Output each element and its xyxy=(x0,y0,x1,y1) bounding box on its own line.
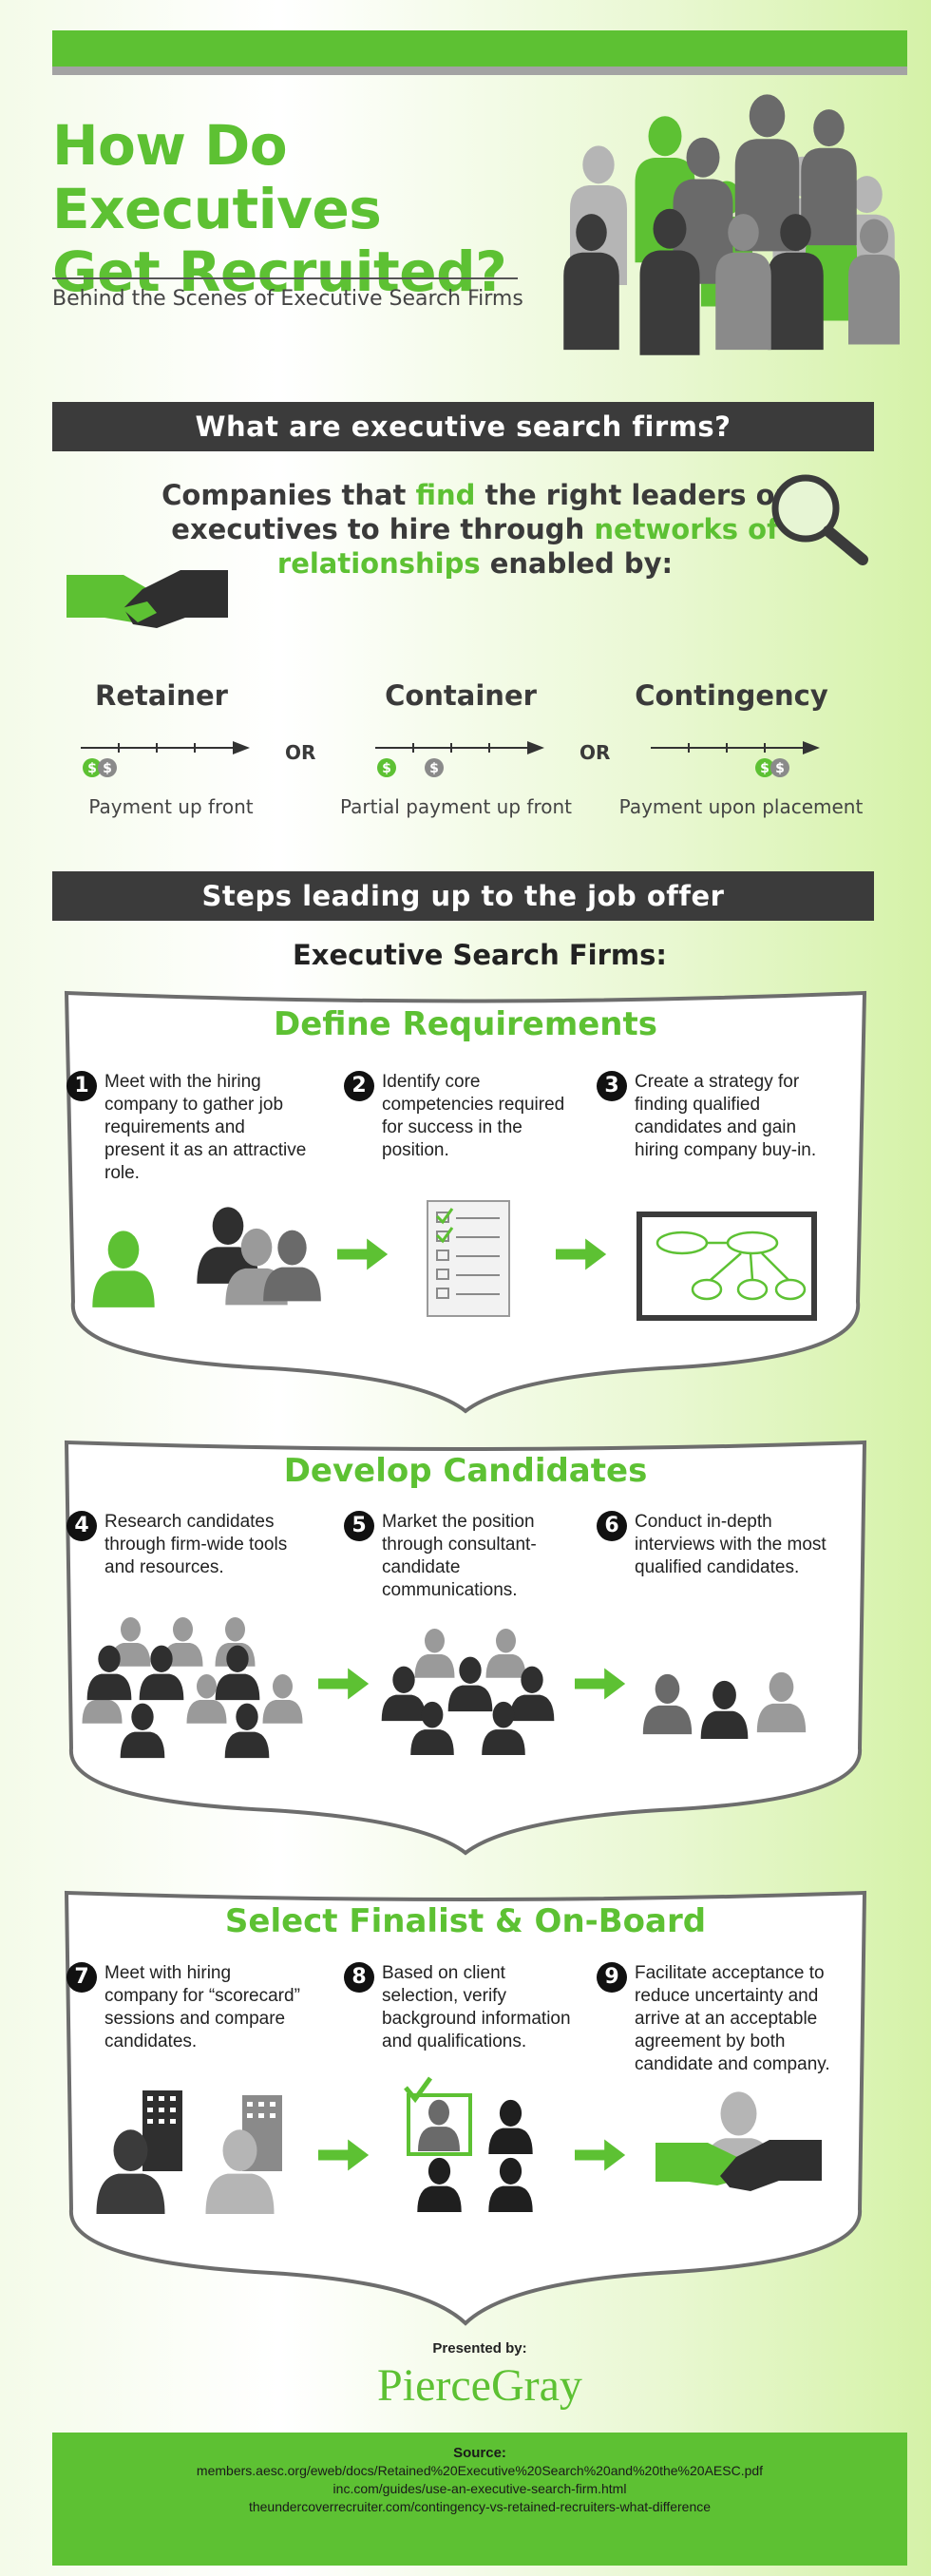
handshake-icon xyxy=(66,570,228,628)
dollar-coin-icon: $ xyxy=(98,758,117,777)
step-number-5: 5 xyxy=(344,1511,374,1541)
or-label-2: OR xyxy=(580,741,611,764)
presented-by-label: Presented by: xyxy=(432,2340,527,2357)
interview-group-icon xyxy=(642,1671,807,1739)
dollar-coin-icon: $ xyxy=(83,758,102,777)
contingency-timeline: $ $ xyxy=(651,741,820,777)
step-number-2: 2 xyxy=(344,1071,374,1101)
svg-text:$: $ xyxy=(760,761,770,776)
source-link-3[interactable]: theundercoverrecruiter.com/contingency-v… xyxy=(248,2499,712,2514)
svg-text:$: $ xyxy=(103,761,112,776)
agreement-handshake-icon xyxy=(656,2091,822,2191)
definition-text: Companies that find the right leaders or… xyxy=(152,478,798,581)
checkmark-icon xyxy=(404,2076,433,2104)
panel-title-develop: Develop Candidates xyxy=(283,1452,648,1490)
container-timeline: $ $ xyxy=(375,741,544,777)
payment-caption-retainer: Payment up front xyxy=(88,795,254,818)
step-number-3: 3 xyxy=(597,1071,627,1101)
top-accent-bar xyxy=(52,30,907,67)
sources-footer: Source: members.aesc.org/eweb/docs/Retai… xyxy=(52,2433,907,2566)
lead-highlight-find: find xyxy=(415,479,476,511)
title-line-2: Get Recruited? xyxy=(52,239,507,305)
page-title: How Do Executives Get Recruited? xyxy=(52,114,584,304)
shortlist-group-icon xyxy=(381,1629,555,1755)
arrow-right-icon xyxy=(556,1238,607,1270)
payment-title-container: Container xyxy=(385,679,537,712)
payment-caption-contingency: Payment upon placement xyxy=(618,795,864,818)
step-number-8: 8 xyxy=(344,1962,374,1993)
step-text-3: Create a strategy for finding qualified … xyxy=(635,1072,817,1160)
step-text-1: Meet with the hiring company to gather j… xyxy=(104,1072,307,1183)
payment-option-retainer: Retainer xyxy=(28,679,294,712)
svg-text:$: $ xyxy=(382,761,391,776)
dollar-coin-icon: $ xyxy=(770,758,789,777)
piercegray-logo: PierceGray xyxy=(377,2360,582,2411)
arrow-right-icon xyxy=(318,1668,370,1700)
meeting-people-icon xyxy=(92,1207,321,1307)
page-subtitle: Behind the Scenes of Executive Search Fi… xyxy=(52,287,523,311)
arrow-right-icon xyxy=(575,2139,626,2171)
panel-title-select: Select Finalist & On-Board xyxy=(224,1902,707,1940)
finalist-selection-icon xyxy=(404,2076,533,2212)
section-heading-what: What are executive search firms? xyxy=(52,402,874,451)
payment-title-retainer: Retainer xyxy=(95,679,228,712)
checklist-icon xyxy=(427,1200,510,1317)
step-text-5: Market the position through consultant-c… xyxy=(382,1512,537,1600)
payment-option-container: Container xyxy=(328,679,594,712)
dollar-coin-icon: $ xyxy=(755,758,774,777)
step-number-4: 4 xyxy=(66,1511,97,1541)
people-crowd-icon xyxy=(563,94,900,355)
panel-title-define: Define Requirements xyxy=(273,1005,658,1043)
title-line-1: How Do Executives xyxy=(52,113,382,241)
strategy-board-icon xyxy=(636,1212,817,1321)
step-text-6: Conduct in-depth interviews with the mos… xyxy=(635,1512,826,1577)
retainer-timeline: $ $ xyxy=(81,741,250,777)
svg-text:$: $ xyxy=(87,761,97,776)
arrow-right-icon xyxy=(337,1238,389,1270)
lead-text-2: the right leaders or executives to hire … xyxy=(171,479,788,545)
step-text-8: Based on client selection, verify backgr… xyxy=(382,1963,571,2051)
svg-text:$: $ xyxy=(429,761,439,776)
lead-text-1: Companies that xyxy=(162,479,416,511)
dollar-coin-icon: $ xyxy=(377,758,396,777)
step-number-7: 7 xyxy=(66,1962,97,1993)
executive-search-firms-heading: Executive Search Firms: xyxy=(293,939,667,971)
payment-title-contingency: Contingency xyxy=(635,679,828,712)
or-label-1: OR xyxy=(285,741,316,764)
step-text-9: Facilitate acceptance to reduce uncertai… xyxy=(635,1963,830,2074)
source-link-1[interactable]: members.aesc.org/eweb/docs/Retained%20Ex… xyxy=(196,2463,764,2478)
step-text-4: Research candidates through firm-wide to… xyxy=(104,1512,288,1577)
step-text-2: Identify core competencies required for … xyxy=(382,1072,565,1160)
svg-text:$: $ xyxy=(775,761,785,776)
step-number-1: 1 xyxy=(66,1071,97,1101)
section-heading-steps: Steps leading up to the job offer xyxy=(52,871,874,921)
step-number-6: 6 xyxy=(597,1511,627,1541)
lead-highlight-networks: networks of relationships xyxy=(276,513,779,580)
step-text-7: Meet with hiring company for “scorecard”… xyxy=(104,1963,300,2051)
arrow-right-icon xyxy=(318,2139,370,2171)
payment-caption-container: Partial payment up front xyxy=(340,795,572,818)
source-link-2[interactable]: inc.com/guides/use-an-executive-search-f… xyxy=(332,2481,627,2496)
top-gray-bar xyxy=(52,67,907,75)
candidate-pool-icon xyxy=(82,1617,303,1759)
source-label: Source: xyxy=(453,2445,506,2461)
payment-option-contingency: Contingency xyxy=(598,679,864,712)
lead-text-3: enabled by: xyxy=(480,547,674,580)
step-number-9: 9 xyxy=(597,1962,627,1993)
title-divider xyxy=(52,277,518,279)
arrow-right-icon xyxy=(575,1668,626,1700)
dollar-coin-icon: $ xyxy=(425,758,444,777)
office-building-icon xyxy=(96,2090,282,2214)
magnifier-icon xyxy=(771,474,868,565)
